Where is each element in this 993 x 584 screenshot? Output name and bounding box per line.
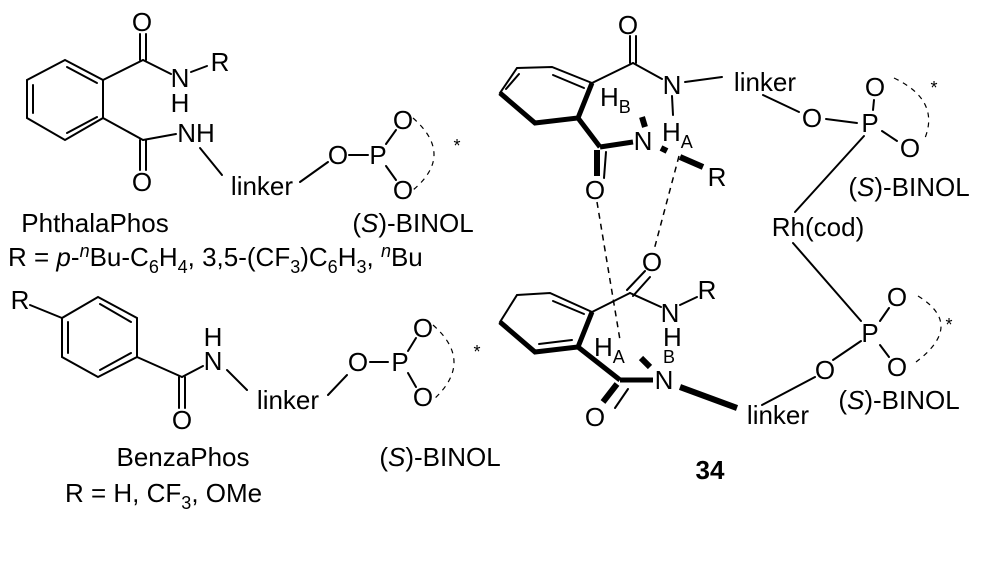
r-group: R bbox=[11, 285, 30, 315]
atom-phosphorus: P bbox=[369, 140, 386, 170]
r-group-definition: R = H, CF3, OMe bbox=[65, 478, 262, 513]
atom-oxygen: O bbox=[132, 167, 152, 197]
atom-oxygen: O bbox=[887, 282, 907, 312]
atom-nitrogen: N bbox=[171, 63, 190, 93]
chiral-star: * bbox=[930, 78, 937, 98]
atom-oxygen: O bbox=[618, 10, 638, 40]
atom-oxygen: O bbox=[585, 175, 605, 205]
r-group: R bbox=[708, 162, 727, 192]
atom-nitrogen: N bbox=[663, 70, 682, 100]
benzaphos-structure: R H N O linker O P O O * BenzaPhos (S)-B… bbox=[11, 285, 501, 513]
atom-oxygen: O bbox=[413, 382, 433, 412]
chiral-star: * bbox=[473, 342, 480, 362]
hydrogen-a: HA bbox=[594, 332, 625, 367]
binol-label: (S)-BINOL bbox=[379, 442, 500, 472]
rhodium-cod: Rh(cod) bbox=[772, 212, 864, 242]
hydrogen-bond bbox=[653, 155, 680, 251]
atom-oxygen: O bbox=[585, 402, 605, 432]
compound-number: 34 bbox=[696, 455, 725, 485]
atom-oxygen: O bbox=[642, 247, 662, 277]
atom-oxygen: O bbox=[900, 133, 920, 163]
atom-oxygen: O bbox=[393, 105, 413, 135]
atom-nitrogen: N bbox=[661, 298, 680, 328]
benzene-ring bbox=[26, 58, 104, 142]
hydrogen-b: HB bbox=[600, 82, 631, 117]
atom-oxygen: O bbox=[865, 72, 885, 102]
atom-oxygen: O bbox=[328, 140, 348, 170]
linker-label: linker bbox=[257, 385, 319, 415]
atom-oxygen: O bbox=[413, 313, 433, 343]
r-group: R bbox=[698, 275, 717, 305]
linker-label: linker bbox=[734, 67, 796, 97]
phthalaphos-structure: O N H R NH O linker O P O O * PhthalaPho… bbox=[8, 7, 474, 277]
atom-phosphorus: P bbox=[391, 347, 408, 377]
atom-oxygen: O bbox=[815, 355, 835, 385]
atom-nh: NH bbox=[177, 118, 215, 148]
chiral-star: * bbox=[945, 315, 952, 335]
atom-oxygen: O bbox=[887, 352, 907, 382]
atom-oxygen: O bbox=[393, 175, 413, 205]
atom-phosphorus: P bbox=[861, 318, 878, 348]
atom-nitrogen: N bbox=[655, 365, 674, 395]
atom-hydrogen: H bbox=[171, 88, 190, 118]
chiral-star: * bbox=[453, 136, 460, 156]
hydrogen-bond bbox=[596, 201, 621, 341]
binol-label: (S)-BINOL bbox=[848, 172, 969, 202]
atom-oxygen: O bbox=[172, 405, 192, 435]
atom-nitrogen: N bbox=[204, 346, 223, 376]
binol-label: (S)-BINOL bbox=[838, 385, 959, 415]
atom-oxygen: O bbox=[802, 103, 822, 133]
compound-name-benzaphos: BenzaPhos bbox=[117, 442, 250, 472]
atom-oxygen: O bbox=[132, 7, 152, 37]
atom-hydrogen: H bbox=[204, 322, 223, 352]
linker-label: linker bbox=[231, 171, 293, 201]
linker-label: linker bbox=[747, 400, 809, 430]
r-group: R bbox=[211, 47, 230, 77]
atom-oxygen: O bbox=[348, 347, 368, 377]
benzene-ring bbox=[61, 295, 138, 379]
r-group-definition: R = p-nBu-C6H4, 3,5-(CF3)C6H3, nBu bbox=[8, 241, 423, 277]
hydrogen-a: HA bbox=[662, 117, 693, 152]
atom-phosphorus: P bbox=[861, 108, 878, 138]
binol-label: (S)-BINOL bbox=[352, 208, 473, 238]
compound-name-phthalaphos: PhthalaPhos bbox=[21, 208, 168, 238]
atom-nitrogen: N bbox=[634, 126, 653, 156]
